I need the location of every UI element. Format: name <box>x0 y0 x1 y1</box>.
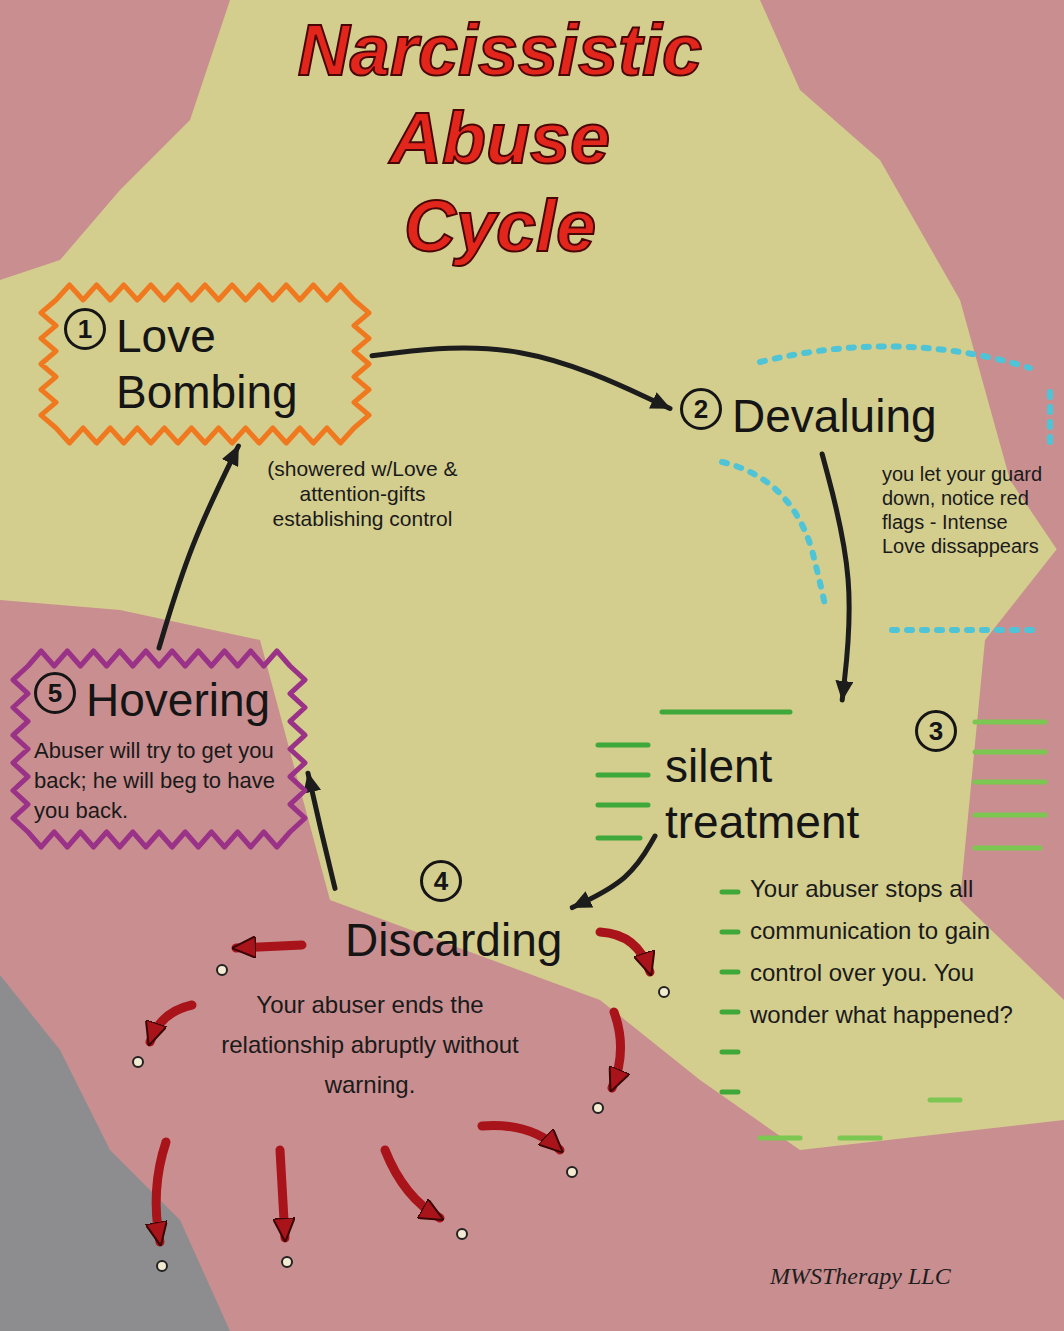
stage-title: Hovering <box>86 672 270 728</box>
spiky-outline <box>38 282 372 446</box>
spiky-outline-path <box>41 285 369 443</box>
teal-dots <box>722 346 1050 630</box>
cycle-stage: 5HoveringAbuser will try to get you back… <box>10 648 308 850</box>
spiky-outline-path <box>13 651 305 847</box>
stage-description: you let your guard down, notice red flag… <box>882 462 1044 558</box>
cycle-arrow <box>822 454 849 700</box>
stage-title: Love Bombing <box>116 308 346 420</box>
callout-number: 3 <box>915 710 957 752</box>
cycle-arrow <box>308 773 335 888</box>
cycle-stage: 4DiscardingYour abuser ends the relation… <box>335 850 572 978</box>
stage-header: 4Discarding <box>345 860 562 968</box>
cycle-arrow <box>159 446 238 648</box>
diagram-title: Narcissistic Abuse Cycle <box>200 6 800 270</box>
cycle-stage: 2Devaluingyou let your guard down, notic… <box>670 378 947 454</box>
cycle-stage: 1Love Bombing(showered w/Love & attentio… <box>38 282 372 446</box>
callout-number: 4 <box>420 860 462 902</box>
stage-title: Devaluing <box>732 388 937 444</box>
callout-number: 5 <box>34 672 76 714</box>
stage-header: 5Hovering <box>34 672 284 728</box>
stage-header: 2Devaluing <box>680 388 937 444</box>
stage-header: 1Love Bombing <box>64 308 346 420</box>
cycle-arrow <box>372 348 670 408</box>
stage-description: Abuser will try to get you back; he will… <box>34 736 284 826</box>
stage-description: Your abuser ends the relationship abrupt… <box>195 985 545 1105</box>
grey-corner <box>0 975 230 1331</box>
cycle-stage: 3silent treatmentYour abuser stops all c… <box>655 700 967 860</box>
stage-title: Discarding <box>345 912 562 968</box>
stage-header: 3silent treatment <box>665 710 957 850</box>
stage-title: silent treatment <box>665 738 905 850</box>
watermark: MWSTherapy LLC <box>770 1262 951 1290</box>
stage-description: (showered w/Love & attention-gifts estab… <box>255 456 470 531</box>
stage-description: Your abuser stops all communication to g… <box>750 868 1040 1036</box>
drip-drops <box>133 965 669 1271</box>
red-drip-arrows <box>150 932 650 1242</box>
cycle-arrow <box>572 836 655 908</box>
callout-number: 2 <box>680 388 722 430</box>
callout-number: 1 <box>64 308 106 350</box>
green-dashes <box>598 712 1045 1138</box>
